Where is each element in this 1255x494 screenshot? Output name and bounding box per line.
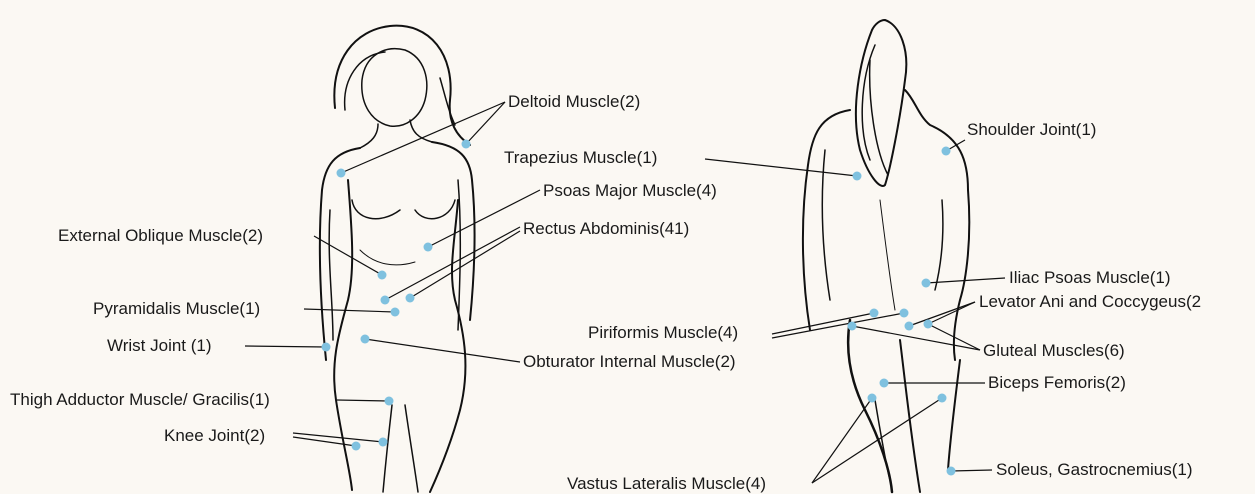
label-deltoid-muscle: Deltoid Muscle(2) [508,92,640,112]
back-figure [803,20,969,492]
label-gluteal-muscles: Gluteal Muscles(6) [983,341,1125,361]
marker-piriformis-1 [870,309,879,318]
label-piriformis-muscle: Piriformis Muscle(4) [588,323,738,343]
marker-external-oblique [378,271,387,280]
label-vastus-lateralis-muscle: Vastus Lateralis Muscle(4) [567,474,766,494]
label-psoas-major-muscle: Psoas Major Muscle(4) [543,181,717,201]
marker-psoas-major [424,243,433,252]
label-biceps-femoris: Biceps Femoris(2) [988,373,1126,393]
label-shoulder-joint: Shoulder Joint(1) [967,120,1096,140]
label-pyramidalis-muscle: Pyramidalis Muscle(1) [93,299,260,319]
marker-trapezius [853,172,862,181]
label-soleus-gastrocnemius: Soleus, Gastrocnemius(1) [996,460,1193,480]
marker-piriformis-2 [900,309,909,318]
label-iliac-psoas-muscle: Iliac Psoas Muscle(1) [1009,268,1171,288]
marker-deltoid-left [337,169,346,178]
label-rectus-abdominis: Rectus Abdominis(41) [523,219,689,239]
marker-gluteal-levator [924,320,933,329]
marker-deltoid-right [462,140,471,149]
marker-levator-ani [905,322,914,331]
marker-soleus [947,467,956,476]
label-trapezius-muscle: Trapezius Muscle(1) [504,148,657,168]
marker-rectus-abdominis-1 [381,296,390,305]
marker-wrist-joint [322,343,331,352]
label-thigh-adductor-muscle: Thigh Adductor Muscle/ Gracilis(1) [10,390,270,410]
label-obturator-internal-muscle: Obturator Internal Muscle(2) [523,352,736,372]
label-levator-ani-coccygeus: Levator Ani and Coccygeus(2 [979,292,1201,312]
marker-shoulder-joint [942,147,951,156]
marker-biceps-femoris [880,379,889,388]
label-knee-joint: Knee Joint(2) [164,426,265,446]
marker-knee-joint-1 [379,438,388,447]
front-figure [320,26,475,492]
marker-vastus-lateralis-2 [938,394,947,403]
marker-iliac-psoas [922,279,931,288]
marker-knee-joint-2 [352,442,361,451]
marker-thigh-adductor [385,397,394,406]
marker-obturator-internal [361,335,370,344]
marker-gluteal [848,322,857,331]
label-external-oblique-muscle: External Oblique Muscle(2) [58,226,263,246]
marker-pyramidalis [391,308,400,317]
marker-rectus-abdominis-2 [406,294,415,303]
label-wrist-joint: Wrist Joint (1) [107,336,212,356]
marker-vastus-lateralis-1 [868,394,877,403]
